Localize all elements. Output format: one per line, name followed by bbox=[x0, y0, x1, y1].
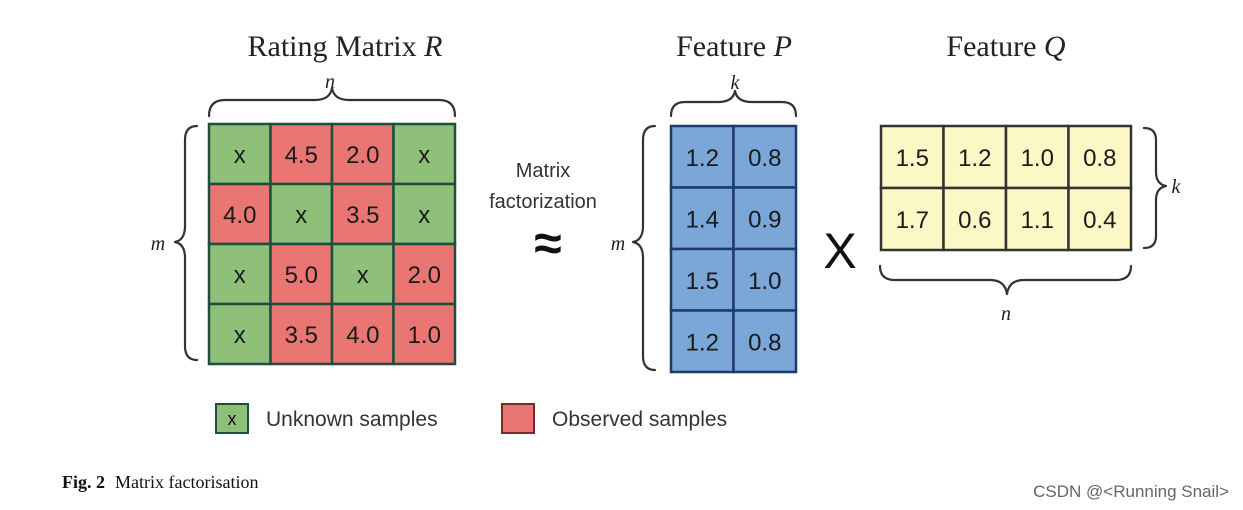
rating-cell-2-2: x bbox=[357, 262, 369, 289]
rating-cell-2-3: 2.0 bbox=[408, 262, 441, 289]
rating-cell-3-0: x bbox=[234, 322, 246, 349]
feature-p-matrix: 1.2 0.8 1.4 0.9 1.5 1.0 1.2 0.8 bbox=[669, 124, 798, 374]
q-n-label: n bbox=[1001, 303, 1011, 325]
multiply-symbol: X bbox=[823, 223, 856, 279]
p-m-label: m bbox=[611, 233, 625, 255]
q-cell-1-1: 0.6 bbox=[958, 207, 991, 234]
rating-cell-0-0: x bbox=[234, 142, 246, 169]
p-cell-3-1-bg bbox=[732, 309, 798, 374]
rating-cell-1-3: x bbox=[418, 202, 430, 229]
p-cell-0-1-bg bbox=[732, 124, 798, 189]
rating-cell-3-1: 3.5 bbox=[285, 322, 318, 349]
p-cell-3-1: 0.8 bbox=[748, 329, 781, 356]
rating-cell-2-2-bg bbox=[330, 242, 395, 306]
q-cell-1-3-bg bbox=[1067, 186, 1133, 252]
q-cell-0-2: 1.0 bbox=[1021, 145, 1054, 172]
rating-cell-1-2: 3.5 bbox=[346, 202, 379, 229]
q-right-brace bbox=[1142, 126, 1168, 250]
feature-q-title: Feature Q bbox=[946, 30, 1065, 63]
rating-cell-1-1-bg bbox=[269, 182, 334, 246]
rating-cell-2-0: x bbox=[234, 262, 246, 289]
q-cell-1-2-bg bbox=[1004, 186, 1070, 252]
rating-cell-3-2: 4.0 bbox=[346, 322, 379, 349]
p-cell-1-0-bg bbox=[669, 186, 735, 251]
watermark: CSDN @<Running Snail> bbox=[1033, 482, 1229, 501]
rating-cell-0-3: x bbox=[418, 142, 430, 169]
q-cell-0-3: 0.8 bbox=[1083, 145, 1116, 172]
p-top-brace bbox=[669, 89, 798, 118]
q-cell-1-2: 1.1 bbox=[1021, 207, 1054, 234]
q-cell-0-0: 1.5 bbox=[896, 145, 929, 172]
approx-symbol: ≈ bbox=[534, 215, 561, 271]
legend-unknown-mark: x bbox=[228, 409, 237, 429]
rating-matrix: x 4.5 2.0 x 4.0 x 3.5 x x 5.0 x 2.0 x 3.5 4.0 1.0 bbox=[207, 122, 457, 366]
rating-m-label: m bbox=[151, 233, 165, 255]
p-cell-1-0: 1.4 bbox=[686, 206, 719, 233]
rating-cell-2-1: 5.0 bbox=[285, 262, 318, 289]
rating-matrix-title: Rating Matrix R bbox=[248, 30, 443, 63]
feature-q-matrix: 1.5 1.2 1.0 0.8 1.7 0.6 1.1 0.4 bbox=[879, 124, 1133, 252]
rating-cell-1-3-bg bbox=[392, 182, 457, 246]
q-cell-0-0-bg bbox=[879, 124, 945, 190]
rating-cell-1-0: 4.0 bbox=[223, 202, 256, 229]
rating-cell-1-2-bg bbox=[330, 182, 395, 246]
q-bottom-brace bbox=[878, 264, 1133, 296]
rating-cell-3-3-bg bbox=[392, 302, 457, 366]
q-cell-1-3: 0.4 bbox=[1083, 207, 1116, 234]
legend-observed-label: Observed samples bbox=[552, 408, 727, 431]
rating-cell-1-1: x bbox=[295, 202, 307, 229]
p-cell-3-0: 1.2 bbox=[686, 329, 719, 356]
p-left-brace bbox=[631, 124, 657, 372]
p-cell-2-0: 1.5 bbox=[686, 268, 719, 295]
p-cell-0-1: 0.8 bbox=[748, 145, 781, 172]
p-cell-2-1-bg bbox=[732, 247, 798, 312]
rating-cell-0-2: 2.0 bbox=[346, 142, 379, 169]
rating-cell-3-0-bg bbox=[207, 302, 272, 366]
q-cell-0-3-bg bbox=[1067, 124, 1133, 190]
rating-cell-2-0-bg bbox=[207, 242, 272, 306]
rating-cell-2-3-bg bbox=[392, 242, 457, 306]
rating-cell-3-3: 1.0 bbox=[408, 322, 441, 349]
rating-cell-0-3-bg bbox=[392, 122, 457, 186]
p-cell-1-1: 0.9 bbox=[748, 206, 781, 233]
p-k-label: k bbox=[731, 72, 741, 94]
q-cell-1-0-bg bbox=[879, 186, 945, 252]
q-k-label: k bbox=[1172, 176, 1182, 198]
factorization-label: factorization bbox=[489, 191, 597, 213]
feature-p-title: Feature P bbox=[676, 30, 792, 63]
rating-left-brace bbox=[173, 124, 199, 362]
q-cell-0-1: 1.2 bbox=[958, 145, 991, 172]
p-cell-2-1: 1.0 bbox=[748, 268, 781, 295]
rating-cell-0-1: 4.5 bbox=[285, 142, 318, 169]
rating-top-brace bbox=[207, 86, 457, 118]
q-cell-1-1-bg bbox=[942, 186, 1008, 252]
legend-unknown-label: Unknown samples bbox=[266, 408, 438, 431]
p-cell-0-0: 1.2 bbox=[686, 145, 719, 172]
rating-n-label: n bbox=[325, 71, 335, 93]
legend-observed-swatch bbox=[501, 403, 535, 434]
q-cell-1-0: 1.7 bbox=[896, 207, 929, 234]
legend-unknown-swatch bbox=[215, 403, 249, 434]
matrix-label: Matrix bbox=[516, 160, 570, 182]
